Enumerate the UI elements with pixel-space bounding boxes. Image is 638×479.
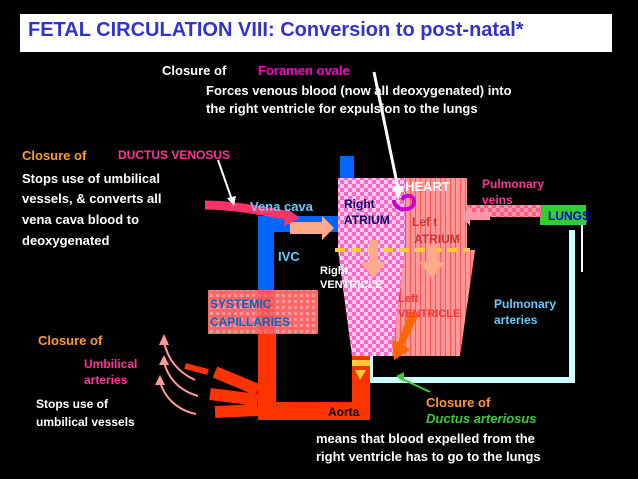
foramen-pointer — [372, 71, 400, 189]
label-left-ventricle-2: VENTRICLE — [398, 308, 461, 320]
ductus-arteriosus-structure: Ductus arteriosus — [426, 411, 537, 426]
left-ventricle — [392, 250, 475, 356]
umbilical-closure-label: Closure of — [38, 333, 103, 348]
left-atrium — [405, 178, 467, 250]
right-ventricle — [338, 250, 405, 356]
right-atrium-down-arrow — [360, 240, 386, 278]
ductus-venosus-closure-label: Closure of — [22, 148, 87, 163]
left-ventricle-out-arrow — [392, 310, 418, 360]
umbilical-structure-line1: Umbilical — [84, 357, 138, 371]
label-lungs: LUNGS — [548, 209, 590, 223]
label-heart: HEART — [405, 179, 450, 194]
ductus-arteriosus-line2: right ventricle has to go to the lungs — [316, 449, 541, 464]
superior-vena-cava — [340, 156, 354, 180]
title-bar — [20, 14, 612, 52]
ductus-arteriosus-line1: means that blood expelled from the — [316, 431, 535, 446]
ductus-venosus-line3: vena cava blood to — [22, 212, 140, 227]
label-systemic-1: SYSTEMIC — [210, 297, 272, 311]
umbilical-arrow-1 — [163, 341, 196, 381]
ductus-venosus-structure: DUCTUS VENOSUS — [118, 148, 231, 162]
label-ivc: IVC — [278, 249, 300, 264]
inferior-vena-cava — [258, 230, 274, 290]
label-systemic-2: CAPILLARIES — [210, 315, 291, 329]
umbilical-structure-line2: arteries — [84, 373, 128, 387]
label-pulmonary-arteries-1: Pulmonary — [494, 297, 557, 311]
label-right-atrium-2: ATRIUM — [344, 213, 390, 227]
slide-title: FETAL CIRCULATION VIII: Conversion to po… — [28, 19, 524, 41]
umbilical-arrow-2 — [163, 361, 199, 397]
foramen-structure: Foramen ovale — [258, 63, 350, 78]
ductus-venosus-line4: deoxygenated — [22, 233, 110, 248]
foramen-ovale-hook — [392, 193, 417, 212]
ductus-venosus-line1: Stops use of umbilical — [22, 171, 160, 186]
venacava-inflow-arrow — [290, 216, 334, 240]
label-vena-cava: Vena cava — [250, 199, 313, 214]
foramen-desc-line2: the right ventricle for expulsion to the… — [206, 101, 478, 116]
label-right-ventricle-2: VENTRICLE — [320, 279, 383, 291]
label-right-atrium-1: Right — [344, 197, 375, 211]
foramen-closure-label: Closure of — [162, 63, 227, 78]
lungs-box — [540, 205, 586, 225]
aorta-horizontal — [258, 402, 368, 420]
label-pulmonary-arteries-2: arteries — [494, 313, 538, 327]
foramen-desc-line1: Forces venous blood (now all deoxygenate… — [206, 83, 512, 98]
label-left-atrium-1: Lef t — [412, 215, 438, 229]
descending-vessel — [258, 334, 276, 420]
ductus-venosus-arrow — [204, 200, 291, 221]
ductus-venosus-line2: vessels, & converts all — [22, 191, 162, 206]
label-left-atrium-2: ATRIUM — [414, 232, 460, 246]
label-left-ventricle-1: Left — [398, 293, 419, 305]
label-pulmonary-veins-1: Pulmonary — [482, 177, 545, 191]
umbilical-arrow-3 — [159, 381, 197, 415]
umbilical-desc-line2: umbilical vessels — [36, 415, 135, 429]
label-aorta: Aorta — [328, 405, 360, 419]
ductus-arteriosus-marker — [352, 360, 370, 366]
label-right-ventricle-1: Right — [320, 265, 349, 277]
umbilical-desc-line1: Stops use of — [36, 397, 109, 411]
label-pulmonary-veins-2: veins — [482, 193, 513, 207]
ductus-arteriosus-closure-label: Closure of — [426, 395, 491, 410]
left-atrium-down-arrow — [419, 245, 445, 278]
